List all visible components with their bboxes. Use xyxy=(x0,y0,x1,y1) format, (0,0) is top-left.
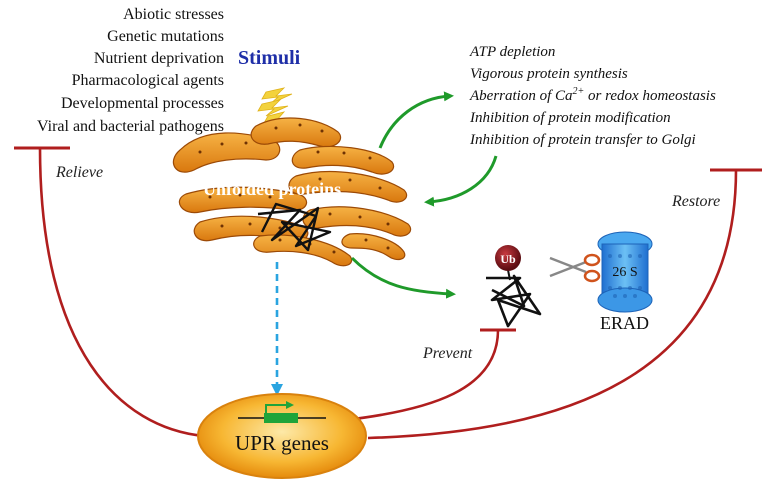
cause-atp: ATP depletion xyxy=(469,44,555,60)
prevent-inhibition-line xyxy=(345,329,500,422)
er-icon xyxy=(172,117,412,267)
proteasome-label: 26 S xyxy=(612,265,637,280)
arrow-er-to-causes xyxy=(378,91,454,149)
ubiquitin-label: Ub xyxy=(500,252,516,266)
stimuli-list: Abiotic stresses Genetic mutations Nutri… xyxy=(37,6,224,135)
upr-genes-label: UPR genes xyxy=(235,431,329,455)
misfolded-protein-icon xyxy=(486,274,542,328)
promoter-arrowhead xyxy=(286,401,294,409)
proteasome-icon xyxy=(597,231,653,313)
stimulus-developmental: Developmental processes xyxy=(61,95,224,112)
relieve-inhibition-line xyxy=(38,147,205,438)
ub-tether xyxy=(507,269,511,281)
ubiquitin-icon xyxy=(495,245,521,271)
stimuli-title: Stimuli xyxy=(238,47,301,69)
promoter-arrow-icon xyxy=(265,404,288,413)
stimulus-pharmacological: Pharmacological agents xyxy=(72,72,224,89)
stimulus-abiotic: Abiotic stresses xyxy=(123,6,224,23)
cause-ca-redox: Aberration of Ca2+ or redox homeostasis xyxy=(469,86,716,104)
stimulus-nutrient: Nutrient deprivation xyxy=(94,50,224,67)
unfolded-protein-icon xyxy=(257,202,332,252)
cause-modification: Inhibition of protein modification xyxy=(469,110,671,126)
scissors-icon xyxy=(549,253,601,283)
cause-golgi-transfer: Inhibition of protein transfer to Golgi xyxy=(469,132,696,148)
arrow-er-to-misfolded xyxy=(350,256,456,299)
restore-inhibition-line xyxy=(367,169,738,440)
er-label: Unfolded proteins xyxy=(203,179,341,199)
er-stress-causes: ATP depletion Vigorous protein synthesis… xyxy=(469,44,716,148)
stimulus-genetic: Genetic mutations xyxy=(107,28,224,45)
gene-box-icon xyxy=(264,413,298,423)
erad-label: ERAD xyxy=(600,313,649,333)
restore-label: Restore xyxy=(671,193,720,210)
prevent-label: Prevent xyxy=(422,345,473,362)
stimulus-pathogens: Viral and bacterial pathogens xyxy=(37,118,224,135)
relieve-label: Relieve xyxy=(55,164,103,181)
cause-protein-synthesis: Vigorous protein synthesis xyxy=(470,66,628,82)
nucleus-icon xyxy=(197,393,367,479)
arrow-causes-to-er xyxy=(424,155,498,207)
